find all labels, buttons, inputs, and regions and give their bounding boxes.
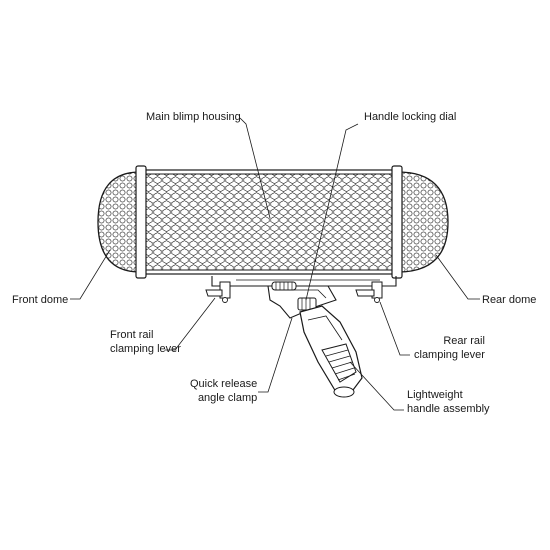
label-rear-rail-clamping-lever: Rear rail clamping lever (414, 335, 485, 361)
leader-front-dome (70, 249, 111, 300)
rear-dome (397, 171, 449, 273)
leader-rear-rail-lever (379, 301, 410, 356)
rear-rail-clamping-lever (355, 281, 383, 303)
label-main-blimp-housing: Main blimp housing (146, 111, 241, 123)
leader-rear-dome (435, 254, 480, 300)
lightweight-handle-assembly (299, 305, 363, 398)
label-lightweight-handle-assembly: Lightweight handle assembly (407, 389, 490, 415)
label-rear-dome: Rear dome (482, 294, 537, 306)
main-blimp-housing (135, 165, 403, 279)
rail-bracket (211, 276, 397, 287)
label-front-dome: Front dome (12, 294, 69, 306)
leader-handle-assembly (349, 361, 404, 411)
front-rail-clamping-lever (205, 281, 231, 303)
leader-front-rail-lever (165, 297, 216, 351)
front-dome (97, 171, 141, 273)
label-quick-release-angle-clamp: Quick release angle clamp (190, 378, 258, 404)
leader-handle-locking-dial (305, 123, 359, 301)
label-handle-locking-dial: Handle locking dial (364, 111, 457, 123)
leader-main-blimp-housing (239, 117, 271, 219)
label-front-rail-clamping-lever: Front rail clamping lever (110, 329, 181, 355)
leader-lines (70, 117, 480, 411)
leader-quick-release (258, 317, 293, 393)
